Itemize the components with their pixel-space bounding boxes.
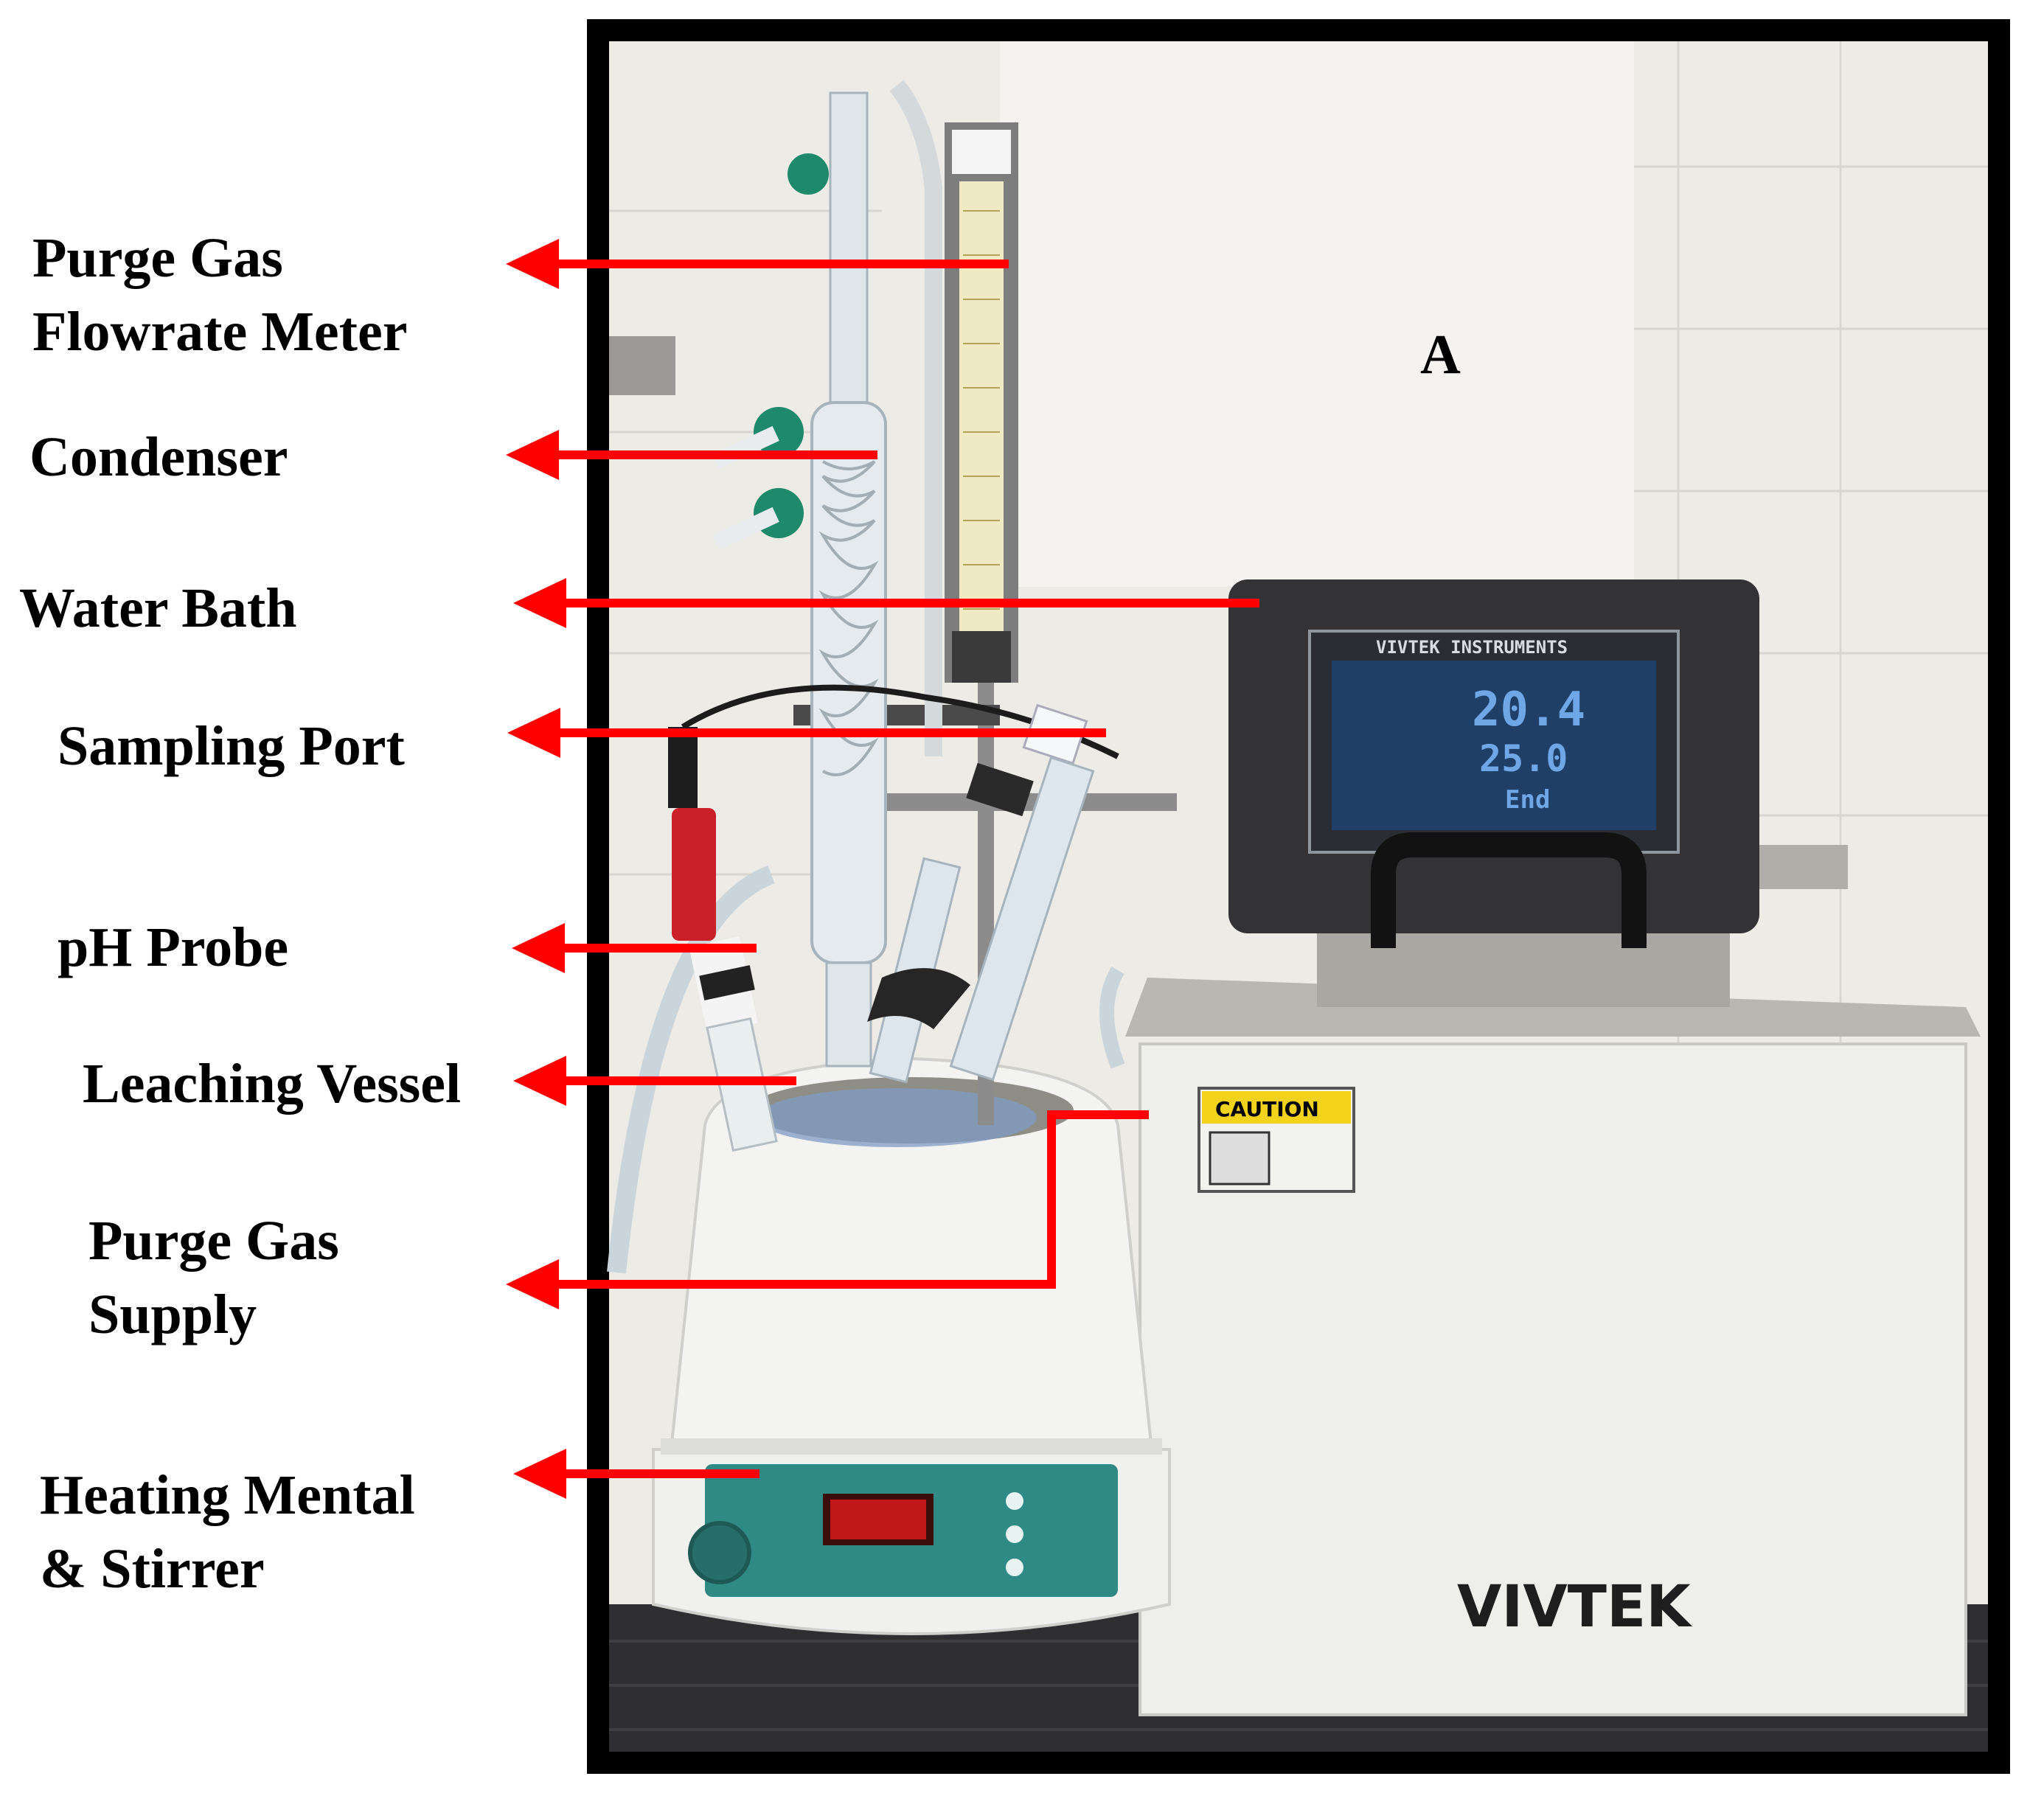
label-sampling-port: Sampling Port bbox=[58, 715, 405, 777]
label-purge-gas-supply: Purge Gas Supply bbox=[88, 1210, 339, 1345]
display-setpoint-text: 25.0 bbox=[1479, 737, 1568, 780]
apparatus-photo: VIVTEK INSTRUMENTS 20.4 25.0 End CAUTION… bbox=[607, 41, 1988, 1752]
label-ph-probe: pH Probe bbox=[58, 916, 289, 978]
display-reading-text: 20.4 bbox=[1472, 683, 1585, 737]
label-water-bath: Water Bath bbox=[19, 577, 297, 639]
arrow-heating-mantle bbox=[513, 1449, 759, 1499]
arrow-purge-gas-supply bbox=[506, 1259, 1056, 1309]
arrow-leaching-vessel bbox=[513, 1056, 796, 1106]
vivtek-logo-text: VIVTEK bbox=[1457, 1574, 1692, 1640]
label-leaching-vessel: Leaching Vessel bbox=[83, 1053, 462, 1115]
label-condenser: Condenser bbox=[29, 426, 288, 488]
display-status-text: End bbox=[1505, 785, 1550, 815]
panel-letter-a: A bbox=[1420, 324, 1461, 386]
purge-gas-supply-connector-vertical bbox=[1047, 1110, 1056, 1289]
arrow-water-bath bbox=[513, 578, 1259, 628]
arrow-ph-probe bbox=[512, 923, 757, 973]
caution-text: CAUTION bbox=[1215, 1097, 1319, 1121]
photo-frame: VIVTEK INSTRUMENTS 20.4 25.0 End CAUTION… bbox=[587, 19, 2010, 1774]
label-purge-gas-flowrate-meter: Purge Gas Flowrate Meter bbox=[32, 227, 408, 363]
controller-brand-text: VIVTEK INSTRUMENTS bbox=[1376, 637, 1568, 658]
purge-gas-supply-connector-horizontal bbox=[1047, 1110, 1149, 1119]
arrow-flowrate-meter bbox=[506, 239, 1009, 289]
label-heating-mental-stirrer: Heating Mental & Stirrer bbox=[40, 1464, 415, 1600]
arrow-sampling-port bbox=[507, 708, 1106, 758]
arrow-condenser bbox=[506, 430, 877, 480]
